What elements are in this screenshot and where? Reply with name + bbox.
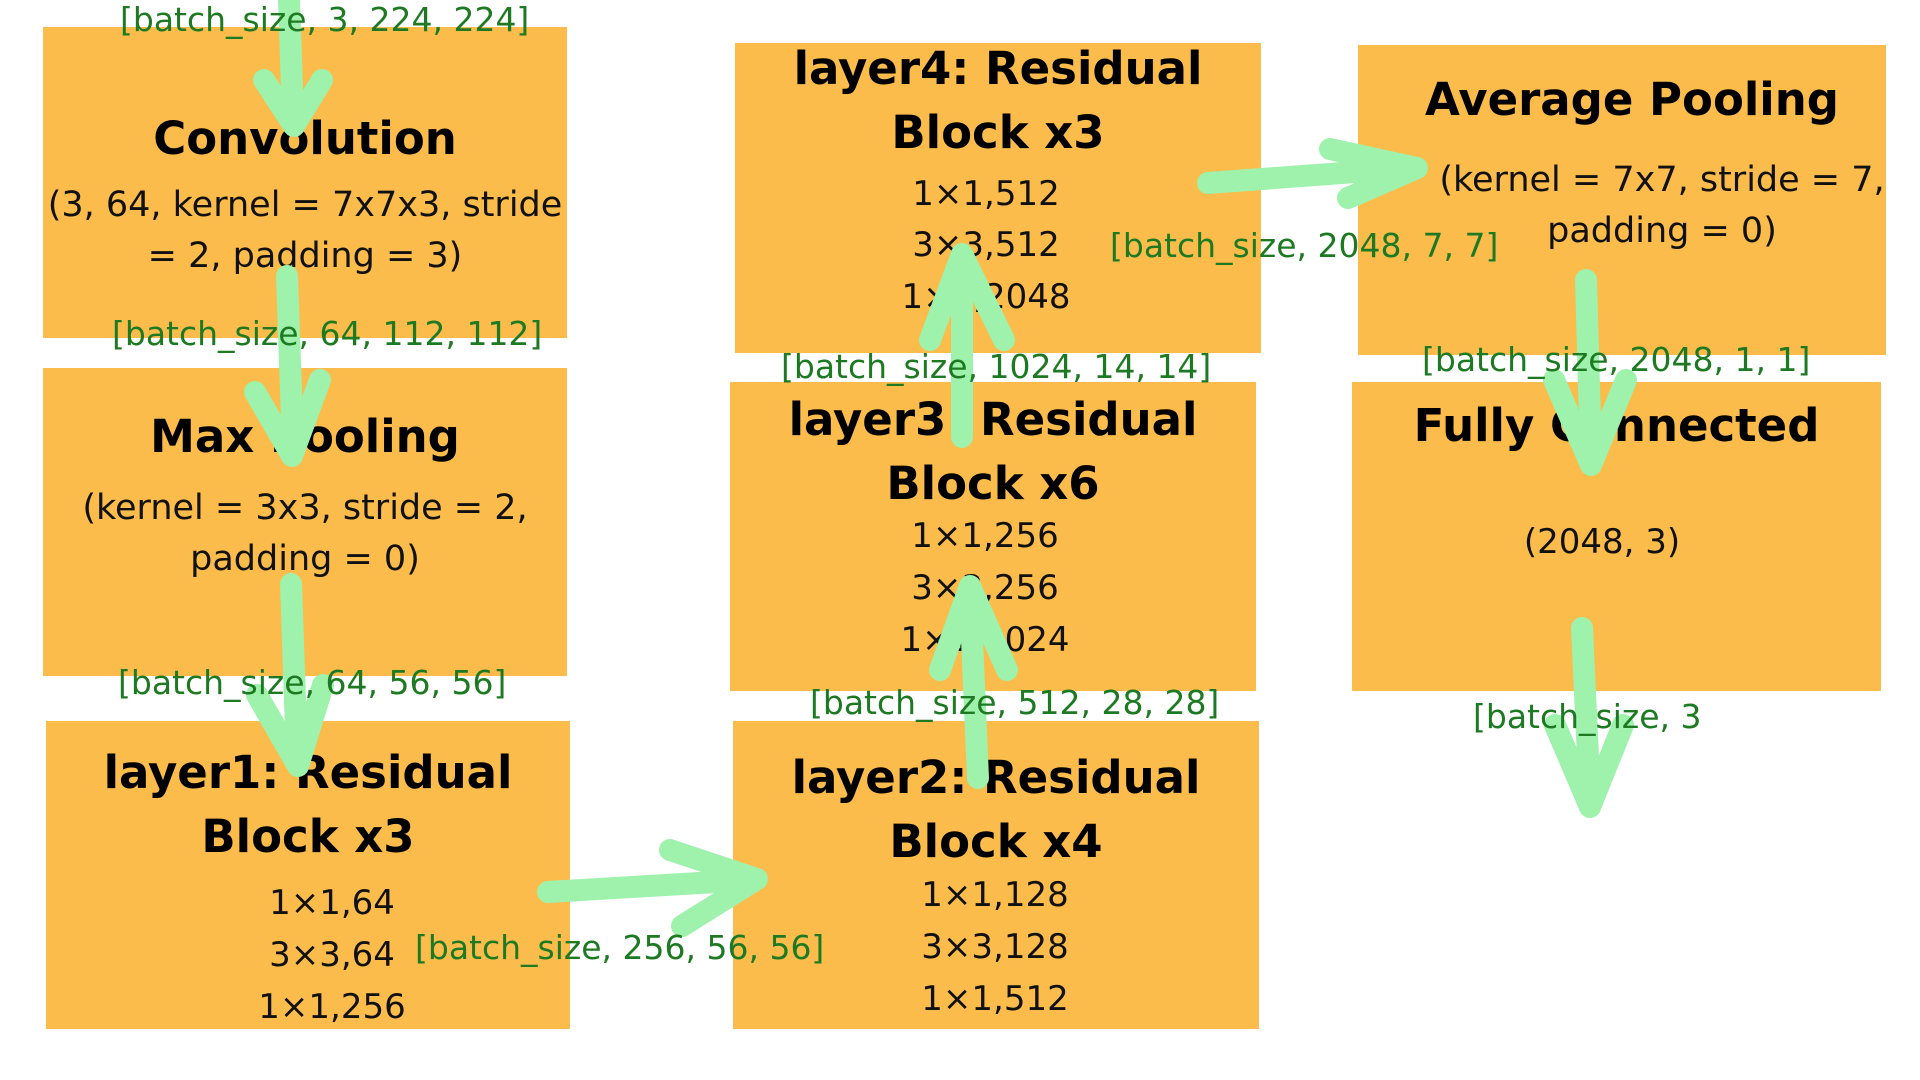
layer3-residual-block: layer3: Residual Block x6 1×1,256 3×3,25… [730,382,1256,691]
shape-label-after-layer2: [batch_size, 512, 28, 28] [810,683,1220,722]
convolution-block: Convolution (3, 64, kernel = 7x7x3, stri… [43,27,567,338]
shape-label-after-avgpool: [batch_size, 2048, 1, 1] [1422,340,1811,379]
layer1-conv-2: 3×3,64 [269,935,395,975]
max-pooling-block: Max Pooling (kernel = 3x3, stride = 2, p… [43,368,567,676]
layer3-conv-1: 1×1,256 [911,516,1059,556]
layer2-title: layer2: Residual Block x4 [791,751,1201,868]
shape-label-after-layer4: [batch_size, 2048, 7, 7] [1110,226,1499,265]
layer2-conv-3: 1×1,512 [921,979,1069,1019]
shape-label-after-maxpool: [batch_size, 64, 56, 56] [118,663,507,702]
max-pooling-title: Max Pooling [150,410,460,463]
layer2-residual-block: layer2: Residual Block x4 1×1,128 3×3,12… [733,721,1259,1029]
shape-label-after-conv: [batch_size, 64, 112, 112] [112,314,543,353]
fully-connected-block: Fully Connected (2048, 3) [1352,382,1881,691]
fully-connected-title: Fully Connected [1413,399,1820,452]
layer4-conv-2: 3×3,512 [912,225,1060,265]
average-pooling-title: Average Pooling [1425,73,1839,126]
layer4-conv-1: 1×1,512 [912,174,1060,214]
shape-label-input: [batch_size, 3, 224, 224] [120,0,530,39]
layer3-conv-2: 3×3,256 [911,568,1059,608]
layer3-conv-3: 1×1,1024 [900,620,1070,660]
shape-label-output: [batch_size, 3 [1473,697,1702,736]
layer2-conv-1: 1×1,128 [921,875,1069,915]
average-pooling-params: (kernel = 7x7, stride = 7, padding = 0) [1439,160,1885,251]
layer4-conv-3: 1×1,2048 [901,277,1071,317]
layer4-residual-block: layer4: Residual Block x3 1×1,512 3×3,51… [735,42,1261,353]
layer1-title: layer1: Residual Block x3 [103,746,513,863]
average-pooling-block: Average Pooling (kernel = 7x7, stride = … [1358,45,1886,355]
convolution-title: Convolution [153,112,457,165]
fully-connected-params: (2048, 3) [1523,522,1681,562]
layer1-conv-3: 1×1,256 [258,987,406,1027]
max-pooling-params: (kernel = 3x3, stride = 2, padding = 0) [82,488,528,579]
layer1-conv-1: 1×1,64 [269,883,395,923]
convolution-params: (3, 64, kernel = 7x7x3, stride = 2, padd… [47,185,563,276]
layer1-residual-block: layer1: Residual Block x3 1×1,64 3×3,64 … [46,721,570,1029]
shape-label-after-layer1: [batch_size, 256, 56, 56] [415,928,825,967]
layer4-title: layer4: Residual Block x3 [793,42,1203,159]
layer3-title: layer3: Residual Block x6 [788,393,1198,510]
layer2-conv-2: 3×3,128 [921,927,1069,967]
shape-label-after-layer3: [batch_size, 1024, 14, 14] [781,347,1212,386]
